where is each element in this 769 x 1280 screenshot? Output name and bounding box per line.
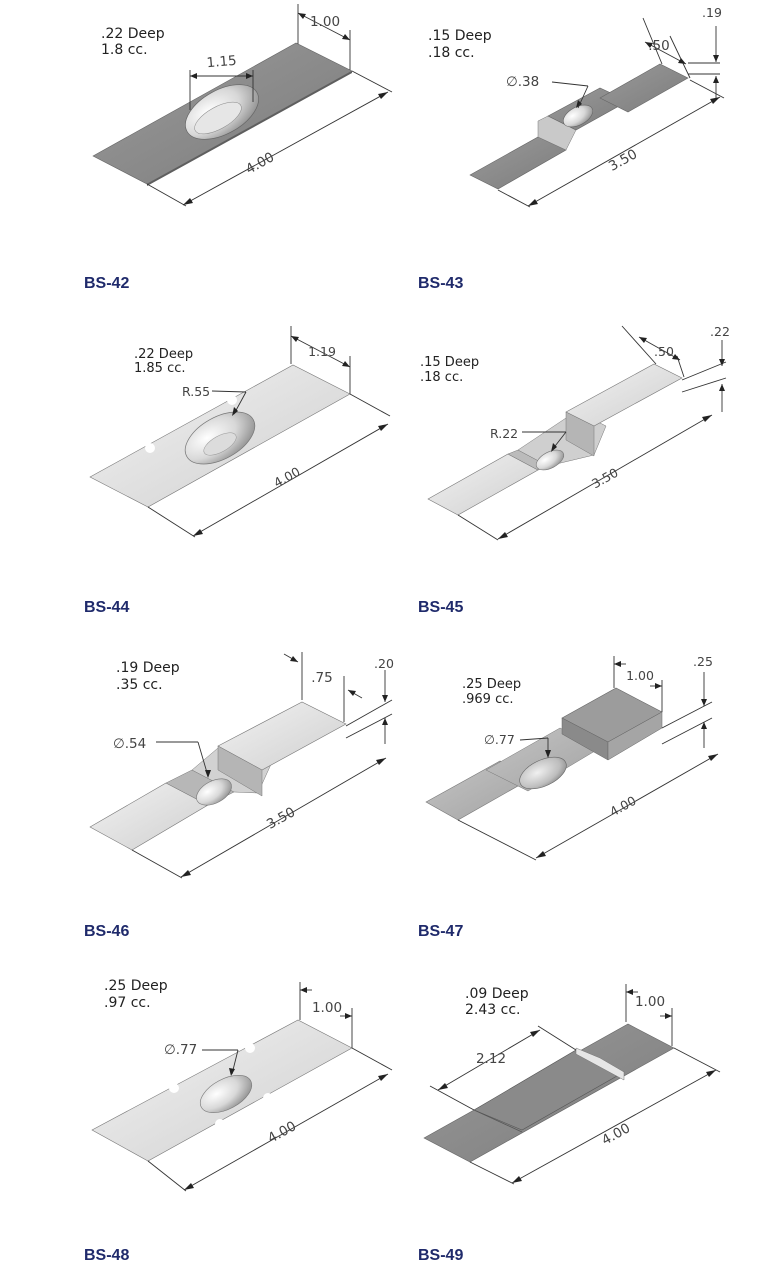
width-dim: .50 — [648, 38, 669, 54]
volume-note: 1.8 cc. — [101, 42, 148, 58]
dimple-cup — [196, 778, 232, 806]
notch — [205, 479, 215, 489]
dimple-cup — [535, 449, 565, 471]
step-dim: .25 — [693, 654, 713, 669]
step-dim: .19 — [702, 5, 722, 20]
notch — [215, 1119, 225, 1129]
depth-note: .22 Deep — [134, 347, 193, 362]
feature-dim: ∅.77 — [484, 732, 515, 747]
part-name: BS-49 — [418, 1247, 463, 1264]
depth-note: .15 Deep — [428, 28, 492, 44]
strip-upper-right — [599, 63, 689, 113]
depth-note: .25 Deep — [462, 677, 521, 692]
width-dim: 1.00 — [626, 668, 654, 683]
volume-note: .18 cc. — [428, 45, 475, 61]
width-dim: .50 — [654, 344, 674, 359]
part-bs-42: 1.15 1.00 4.00 .22 Deep 1.8 cc. BS-42 — [84, 4, 393, 292]
width-dim: 1.19 — [308, 344, 336, 359]
feature-dim: 1.15 — [206, 53, 237, 72]
feature-dim: R.22 — [490, 426, 518, 441]
part-name: BS-46 — [84, 923, 129, 940]
cavity-wall — [575, 1047, 625, 1081]
feature-dim: ∅.77 — [164, 1042, 197, 1058]
part-name: BS-45 — [418, 599, 463, 616]
part-bs-44: R.55 1.19 4.00 .22 Deep 1.85 cc. BS-44 — [84, 326, 391, 616]
volume-note: 2.43 cc. — [465, 1002, 520, 1018]
strip-ramp — [537, 115, 577, 151]
step-dim: .20 — [374, 656, 394, 671]
volume-note: .18 cc. — [420, 370, 463, 385]
width-dim: 1.00 — [310, 14, 340, 30]
part-bs-46: ∅.54 .75 .20 3.50 .19 Deep .35 cc. BS-46 — [84, 652, 394, 940]
part-bs-48: ∅.77 1.00 4.00 .25 Deep .97 cc. BS-48 — [84, 978, 393, 1264]
depth-note: .09 Deep — [465, 986, 529, 1002]
strip-edge — [147, 71, 352, 186]
part-bs-45: R.22 .50 .22 3.50 .15 Deep .18 cc. BS-45 — [418, 324, 730, 616]
feature-dim: 2.12 — [476, 1051, 506, 1067]
strip-upper-face — [217, 745, 263, 797]
notch — [263, 1093, 273, 1103]
depth-note: .19 Deep — [116, 660, 180, 676]
feature-dim: ∅.38 — [506, 74, 539, 90]
depth-note: .25 Deep — [104, 978, 168, 994]
dimple-floor — [203, 432, 237, 456]
depth-note: .22 Deep — [101, 26, 165, 42]
part-bs-43: ∅.38 .50 .19 3.50 .15 Deep .18 cc. BS-43 — [418, 5, 725, 292]
volume-note: .97 cc. — [104, 995, 151, 1011]
length-dim: 4.00 — [243, 149, 277, 178]
depth-note: .15 Deep — [420, 355, 479, 370]
width-dim: 1.00 — [312, 1000, 342, 1016]
length-dim: 4.00 — [599, 1120, 633, 1149]
part-name: BS-43 — [418, 275, 463, 292]
dimple-cup — [519, 756, 567, 790]
notch — [245, 1043, 255, 1053]
strip-upper — [565, 363, 683, 427]
notch — [227, 395, 237, 405]
notch — [145, 443, 155, 453]
part-name: BS-44 — [84, 599, 129, 616]
strip-low-left — [427, 453, 539, 516]
notch — [287, 431, 297, 441]
strip-upper-face — [565, 411, 595, 457]
length-dim: 4.00 — [607, 793, 639, 820]
volume-note: .35 cc. — [116, 677, 163, 693]
length-dim: 3.50 — [589, 465, 621, 492]
dimple-floor — [194, 101, 242, 135]
length-dim: 3.50 — [606, 146, 640, 175]
width-dim: 1.00 — [635, 994, 665, 1010]
part-bs-49: 2.12 1.00 4.00 .09 Deep 2.43 cc. BS-49 — [418, 984, 721, 1264]
dimple-cup — [199, 1075, 253, 1113]
feature-dim: R.55 — [182, 384, 210, 399]
step-dim: .22 — [710, 324, 730, 339]
length-dim: 4.00 — [271, 464, 303, 491]
part-name: BS-47 — [418, 923, 463, 940]
part-name: BS-48 — [84, 1247, 129, 1264]
notch — [169, 1083, 179, 1093]
width-dim: .75 — [311, 670, 332, 686]
feature-dim: ∅.54 — [113, 736, 146, 752]
part-name: BS-42 — [84, 275, 129, 292]
volume-note: .969 cc. — [462, 692, 514, 707]
length-dim: 3.50 — [264, 804, 298, 833]
part-bs-47: ∅.77 1.00 .25 4.00 .25 Deep .969 cc. BS-… — [418, 654, 719, 940]
volume-note: 1.85 cc. — [134, 361, 186, 376]
strip-low-left — [469, 136, 567, 190]
dimple-cup — [562, 104, 594, 128]
length-dim: 4.00 — [265, 1118, 299, 1147]
